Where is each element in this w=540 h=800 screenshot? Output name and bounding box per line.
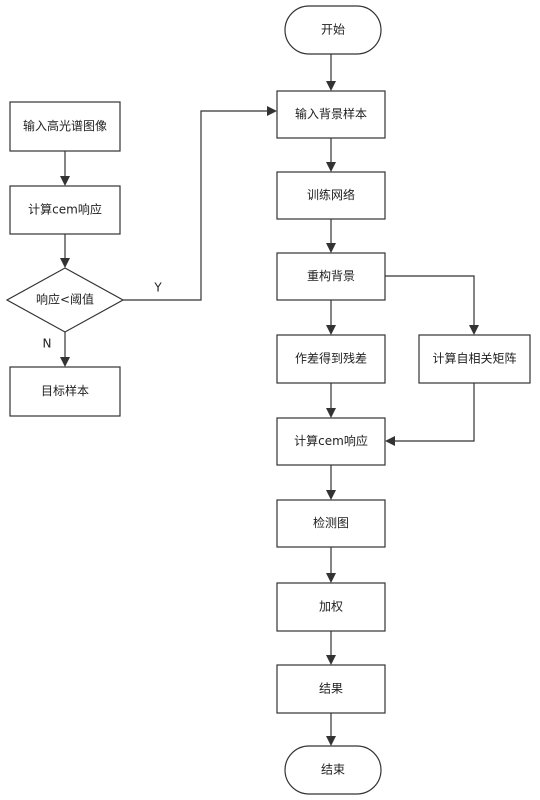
edge-input_hsi-to-cem_left <box>60 151 70 186</box>
node-cem-right: 计算cem响应 <box>276 417 386 466</box>
node-label: 重构背景 <box>307 268 355 283</box>
decision-diamond <box>5 267 125 333</box>
node-label: 检测图 <box>313 515 349 530</box>
edge-label-N: N <box>43 337 52 351</box>
process-box <box>276 334 386 384</box>
process-box <box>9 185 121 235</box>
edge-result-to-end <box>326 713 336 746</box>
arrowhead <box>60 258 70 268</box>
arrowhead <box>326 736 336 746</box>
process-box <box>9 366 121 417</box>
connector-line <box>395 383 475 442</box>
arrowhead <box>326 655 336 665</box>
nodes: 开始输入背景样本训练网络重构背景作差得到残差计算自相关矩阵计算cem响应检测图加… <box>5 5 531 795</box>
arrowhead <box>326 243 336 253</box>
arrowhead <box>326 573 336 583</box>
node-reconstruct-background: 重构背景 <box>276 252 386 301</box>
node-label: 输入高光谱图像 <box>23 118 107 133</box>
arrowhead <box>326 162 336 172</box>
node-label: 计算自相关矩阵 <box>432 351 516 366</box>
arrowhead <box>267 106 277 116</box>
node-input-hsi: 输入高光谱图像 <box>9 101 121 152</box>
node-label: 响应<阈值 <box>36 292 94 307</box>
arrowhead <box>326 408 336 418</box>
arrowhead <box>60 357 70 367</box>
terminal-shape <box>284 5 382 55</box>
process-box <box>276 664 386 714</box>
edge-decision-to-target_samples: N <box>43 332 70 367</box>
edge-weighting-to-result <box>326 631 336 665</box>
node-label: 目标样本 <box>41 383 89 398</box>
arrowhead <box>385 436 395 446</box>
edge-label-Y: Y <box>153 281 162 295</box>
process-box <box>418 334 531 384</box>
edge-reconstruct_background-to-residual <box>326 300 336 335</box>
node-weighting: 加权 <box>276 582 386 632</box>
node-label: 结束 <box>321 763 345 777</box>
edge-autocorrelation-to-cem_right <box>385 383 475 446</box>
node-residual: 作差得到残差 <box>276 334 386 384</box>
node-result: 结果 <box>276 664 386 714</box>
edge-residual-to-cem_right <box>326 383 336 418</box>
terminal-shape <box>284 745 382 795</box>
edge-input_background-to-train_network <box>326 138 336 172</box>
node-input-background: 输入背景样本 <box>276 90 386 139</box>
edge-cem_left-to-decision <box>60 234 70 268</box>
edge-detection_map-to-weighting <box>326 547 336 583</box>
process-box <box>276 171 386 220</box>
node-label: 开始 <box>321 23 345 37</box>
edge-reconstruct_background-to-autocorrelation <box>385 275 479 335</box>
edges: YN <box>43 54 479 746</box>
process-box <box>276 90 386 139</box>
node-start: 开始 <box>284 5 382 55</box>
edge-decision-to-input_background: Y <box>123 106 277 301</box>
node-label: 作差得到残差 <box>295 351 367 366</box>
connector-line <box>385 275 475 325</box>
arrowhead <box>326 81 336 91</box>
node-decision: 响应<阈值 <box>5 267 125 333</box>
connector-line <box>123 110 267 301</box>
arrowhead <box>469 325 479 335</box>
edge-train_network-to-reconstruct_background <box>326 219 336 253</box>
edge-start-to-input_background <box>326 54 336 91</box>
node-end: 结束 <box>284 745 382 795</box>
node-label: 训练网络 <box>307 187 355 202</box>
node-autocorrelation: 计算自相关矩阵 <box>418 334 531 384</box>
edge-cem_right-to-detection_map <box>326 465 336 500</box>
node-cem-left: 计算cem响应 <box>9 185 121 235</box>
process-box <box>276 417 386 466</box>
process-box <box>276 582 386 632</box>
arrowhead <box>60 176 70 186</box>
node-label: 计算cem响应 <box>294 433 368 448</box>
node-target-samples: 目标样本 <box>9 366 121 417</box>
process-box <box>276 252 386 301</box>
node-label: 计算cem响应 <box>28 202 102 217</box>
process-box <box>276 499 386 548</box>
node-label: 加权 <box>319 600 343 614</box>
arrowhead <box>326 325 336 335</box>
node-label: 输入背景样本 <box>295 106 367 121</box>
arrowhead <box>326 490 336 500</box>
node-label: 结果 <box>319 682 343 696</box>
process-box <box>9 101 121 152</box>
node-train-network: 训练网络 <box>276 171 386 220</box>
node-detection-map: 检测图 <box>276 499 386 548</box>
